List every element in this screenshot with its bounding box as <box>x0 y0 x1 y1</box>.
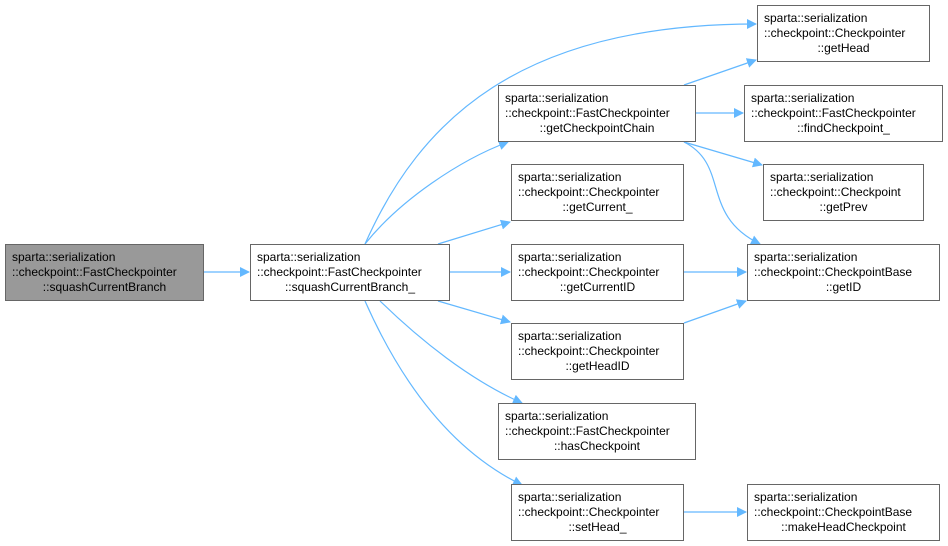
node-label-line: ::checkpoint::CheckpointBase <box>754 505 913 519</box>
node-label-line: ::getHeadID <box>565 359 630 373</box>
node-label-line: ::checkpoint::Checkpoint <box>770 185 901 199</box>
node-get-checkpoint-chain[interactable]: sparta::serialization ::checkpoint::Fast… <box>498 85 696 142</box>
node-label-line: ::checkpoint::CheckpointBase <box>754 265 913 279</box>
node-label-line: sparta::serialization <box>518 170 622 184</box>
node-label-line: sparta::serialization <box>754 490 858 504</box>
node-label-line: sparta::serialization <box>754 250 858 264</box>
node-label-line: ::getCurrent_ <box>562 200 633 214</box>
node-make-head-checkpoint[interactable]: sparta::serialization ::checkpoint::Chec… <box>747 484 940 541</box>
node-label-line: ::checkpoint::Checkpointer <box>518 505 660 519</box>
node-label-line: ::squashCurrentBranch_ <box>284 280 416 294</box>
node-label-line: sparta::serialization <box>770 170 874 184</box>
edge-getCheckpointChain-to-getID <box>683 141 761 245</box>
node-label-line: ::findCheckpoint_ <box>797 121 890 135</box>
node-get-current-id[interactable]: sparta::serialization ::checkpoint::Chec… <box>511 244 684 301</box>
edge-getHeadID-to-getID <box>683 299 747 324</box>
node-squash-current-branch[interactable]: sparta::serialization ::checkpoint::Fast… <box>5 244 204 301</box>
node-label-line: sparta::serialization <box>12 250 116 264</box>
node-label-line: sparta::serialization <box>751 91 855 105</box>
node-label-line: ::hasCheckpoint <box>553 439 641 453</box>
node-label-line: ::checkpoint::Checkpointer <box>518 185 660 199</box>
node-label-line: ::checkpoint::FastCheckpointer <box>505 106 670 120</box>
edge-squashCurrentBranch_-to-hasCheckpoint <box>379 300 523 404</box>
node-label-line: ::squashCurrentBranch <box>42 280 167 294</box>
node-find-checkpoint[interactable]: sparta::serialization ::checkpoint::Fast… <box>744 85 943 142</box>
node-label-line: sparta::serialization <box>518 490 622 504</box>
edge-squashCurrentBranch_-to-setHead_ <box>364 300 523 486</box>
node-label-line: ::getCheckpointChain <box>539 121 655 135</box>
node-label-line: ::setHead_ <box>568 520 627 534</box>
edge-getCheckpointChain-to-getHead <box>683 58 757 86</box>
node-label-line: ::checkpoint::FastCheckpointer <box>12 265 177 279</box>
edge-squashCurrentBranch_-to-getCheckpointChain <box>364 140 509 245</box>
edge-squashCurrentBranch_-to-getCurrent_ <box>437 219 511 245</box>
node-get-prev[interactable]: sparta::serialization ::checkpoint::Chec… <box>763 164 924 221</box>
node-label-line: ::checkpoint::FastCheckpointer <box>257 265 422 279</box>
node-label-line: sparta::serialization <box>518 250 622 264</box>
node-label-line: sparta::serialization <box>764 11 868 25</box>
edge-squashCurrentBranch_-to-getHead <box>364 19 757 245</box>
node-label-line: ::checkpoint::FastCheckpointer <box>751 106 916 120</box>
edge-getCheckpointChain-to-getPrev <box>683 141 763 168</box>
node-label-line: ::getID <box>825 280 862 294</box>
node-set-head[interactable]: sparta::serialization ::checkpoint::Chec… <box>511 484 684 541</box>
node-label-line: sparta::serialization <box>257 250 361 264</box>
node-has-checkpoint[interactable]: sparta::serialization ::checkpoint::Fast… <box>498 403 696 460</box>
node-get-current[interactable]: sparta::serialization ::checkpoint::Chec… <box>511 164 684 221</box>
node-label-line: sparta::serialization <box>505 91 609 105</box>
edge-squashCurrentBranch_-to-getHeadID <box>437 300 511 325</box>
node-label-line: ::makeHeadCheckpoint <box>781 520 906 534</box>
node-label-line: sparta::serialization <box>518 329 622 343</box>
node-label-line: ::getCurrentID <box>559 280 636 294</box>
node-label-line: ::checkpoint::Checkpointer <box>518 265 660 279</box>
node-label-line: ::getPrev <box>819 200 868 214</box>
node-squash-current-branch-impl[interactable]: sparta::serialization ::checkpoint::Fast… <box>250 244 450 301</box>
node-get-id[interactable]: sparta::serialization ::checkpoint::Chec… <box>747 244 940 301</box>
node-get-head-id[interactable]: sparta::serialization ::checkpoint::Chec… <box>511 323 684 380</box>
node-get-head[interactable]: sparta::serialization ::checkpoint::Chec… <box>757 5 930 62</box>
node-label-line: ::checkpoint::FastCheckpointer <box>505 424 670 438</box>
node-label-line: ::checkpoint::Checkpointer <box>764 26 906 40</box>
node-label-line: ::getHead <box>817 41 870 55</box>
node-label-line: sparta::serialization <box>505 409 609 423</box>
node-label-line: ::checkpoint::Checkpointer <box>518 344 660 358</box>
